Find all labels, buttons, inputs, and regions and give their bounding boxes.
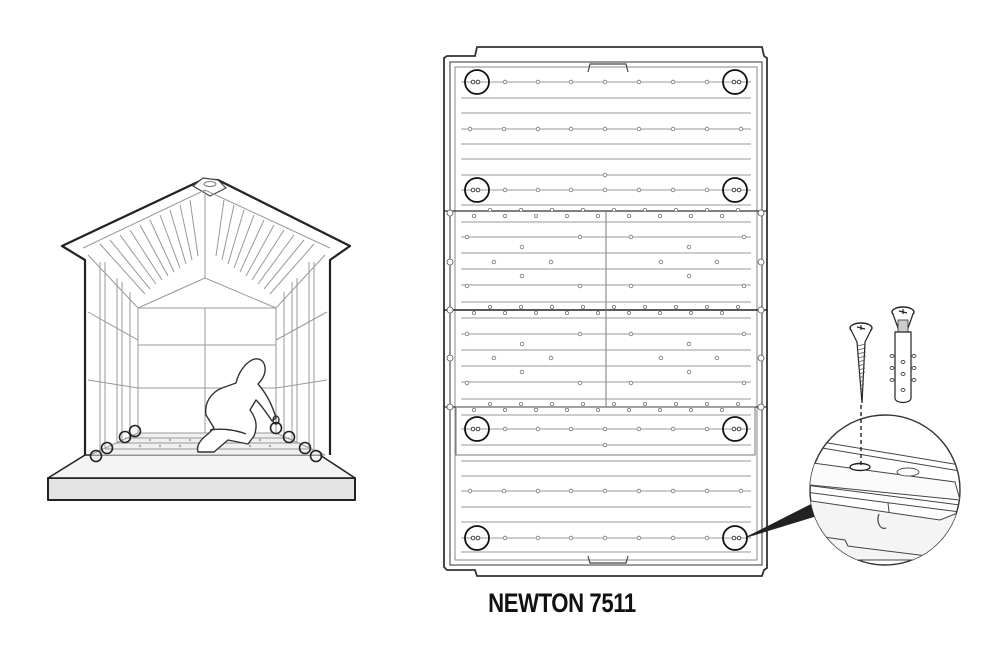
dot-row: [502, 79, 710, 85]
floor-plan-illustration: [443, 46, 823, 577]
foundation-base: [47, 454, 356, 501]
anchor-plug-icon: [889, 306, 917, 404]
callout-pointer: [746, 499, 823, 538]
model-name-caption: NEWTON 7511: [488, 588, 636, 618]
shed-interior-illustration: [47, 177, 356, 501]
fastener-circles: [89, 421, 323, 463]
detail-callout: [809, 405, 961, 566]
screw-icon: [849, 322, 873, 404]
anchor-point-circles: [464, 69, 748, 551]
person-kneeling-icon: [196, 358, 280, 453]
